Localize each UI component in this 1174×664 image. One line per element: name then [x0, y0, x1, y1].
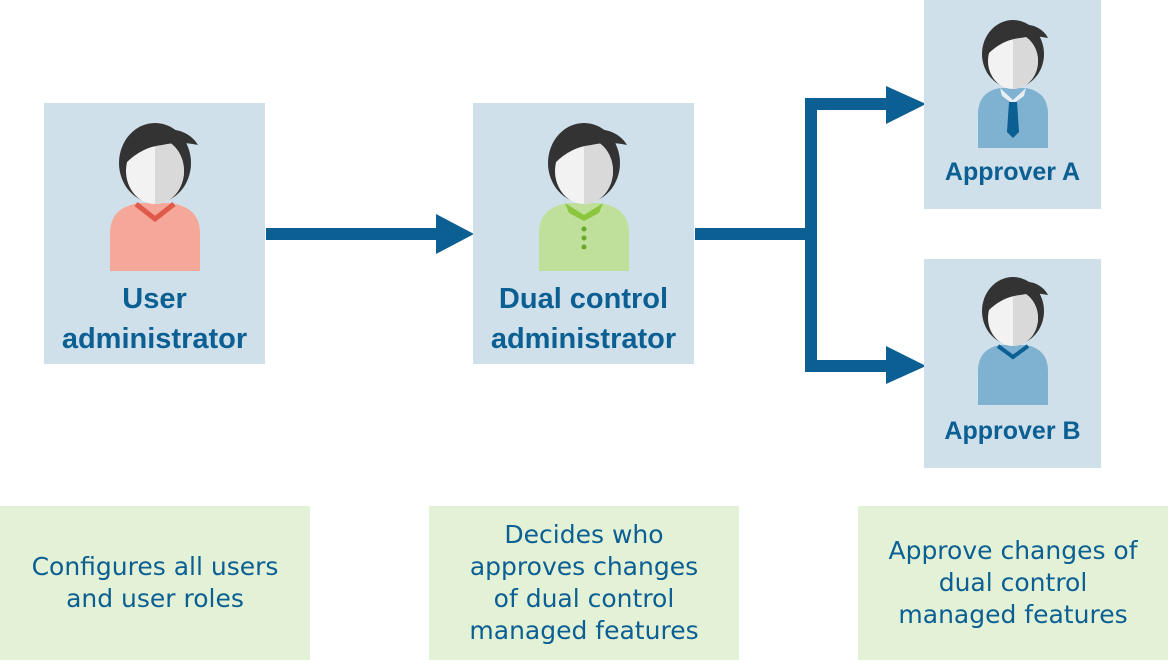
person-green-polo-icon — [539, 123, 629, 271]
dual-control-administrator-description: Decides who approves changes of dual con… — [469, 520, 699, 645]
approvers-description: Approve changes of dual control managed … — [888, 536, 1138, 629]
person-blue-sweater-icon — [978, 277, 1048, 405]
dual-control-administrator-label-line2: administrator — [490, 323, 677, 355]
dual-control-administrator-description-box: Decides who approves changes of dual con… — [429, 506, 739, 660]
dual-control-administrator-card: Dual control administrator — [473, 103, 694, 364]
user-administrator-description-box: Configures all users and user roles — [0, 506, 310, 660]
user-administrator-card: User administrator — [44, 103, 265, 364]
approver-a-card: Approver A — [924, 0, 1101, 209]
approver-b-card: Approver B — [924, 259, 1101, 468]
dual-control-administrator-label-line1: Dual control — [498, 283, 669, 315]
person-blue-shirt-tie-icon — [978, 20, 1048, 148]
person-red-sweater-icon — [110, 123, 200, 271]
user-administrator-description: Configures all users and user roles — [31, 552, 279, 613]
arrow-dual-to-approvers — [695, 86, 926, 384]
user-administrator-label-line2: administrator — [61, 323, 248, 355]
arrow-user-to-dual — [266, 214, 474, 254]
approvers-description-box: Approve changes of dual control managed … — [858, 506, 1168, 660]
approver-a-label: Approver A — [944, 158, 1081, 186]
user-administrator-label-line1: User — [122, 283, 187, 315]
approver-b-label: Approver B — [944, 417, 1081, 445]
